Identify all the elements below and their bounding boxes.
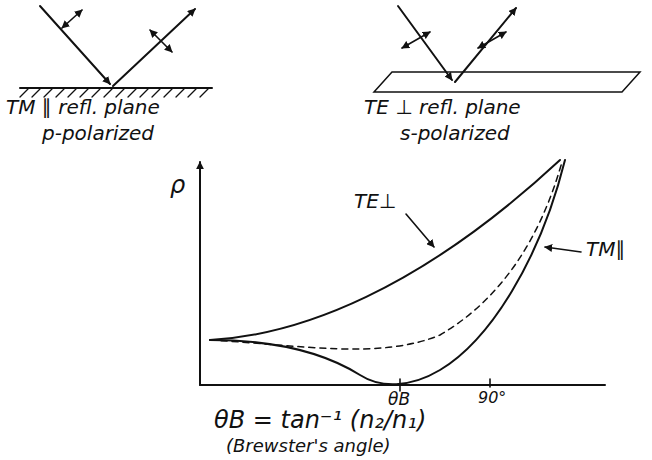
tm-curve bbox=[210, 160, 565, 384]
polarization-arrow bbox=[478, 32, 506, 48]
y-axis bbox=[199, 162, 201, 385]
polarization-label: s-polarized bbox=[400, 122, 510, 145]
leader-arrow bbox=[406, 214, 434, 247]
curve-label: TE⊥ bbox=[354, 190, 396, 213]
tick-label: 90° bbox=[478, 389, 506, 407]
polarization-arrow bbox=[150, 30, 172, 52]
mode-label: TM ∥ refl. plane bbox=[6, 96, 160, 119]
reflected-ray bbox=[455, 8, 516, 82]
reflected-ray bbox=[113, 9, 195, 86]
curve-label: TM∥ bbox=[586, 238, 625, 261]
surface-line bbox=[20, 87, 212, 89]
te-curve bbox=[210, 160, 560, 340]
formula: θB = tan⁻¹ (n₂/n₁) bbox=[214, 407, 426, 435]
note: (Brewster's angle) bbox=[226, 436, 391, 457]
axis-label: ρ bbox=[170, 172, 185, 200]
reflection-plane bbox=[374, 72, 640, 92]
polarization-label: p-polarized bbox=[42, 122, 154, 145]
mode-label: TE ⊥ refl. plane bbox=[364, 96, 521, 119]
leader-arrow bbox=[545, 247, 581, 252]
unpolarized-curve bbox=[210, 162, 562, 349]
axis-tick bbox=[489, 379, 491, 387]
polarization-arrow bbox=[62, 10, 82, 28]
incident-ray bbox=[398, 6, 452, 80]
polarization-arrow bbox=[402, 32, 430, 48]
incident-ray bbox=[40, 6, 110, 84]
